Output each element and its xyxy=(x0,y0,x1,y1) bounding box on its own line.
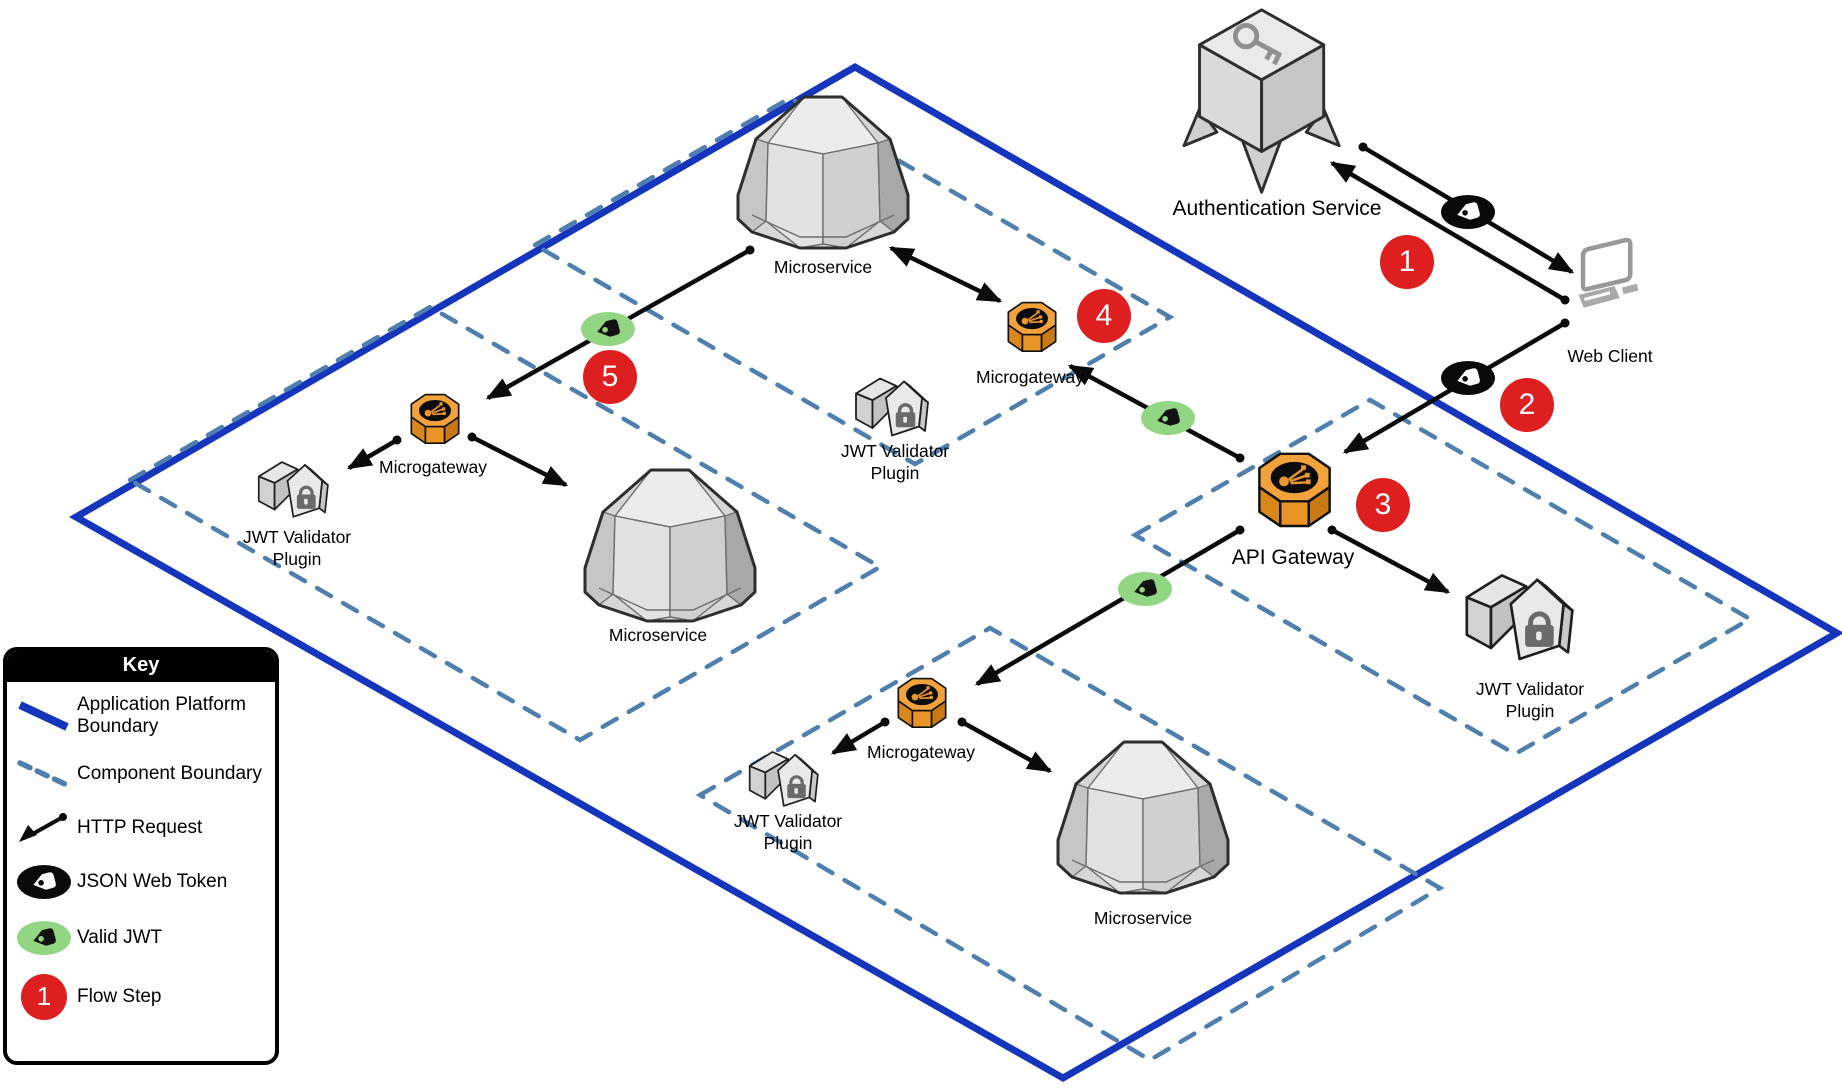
jwt-validator-right-label: JWT Validator Plugin xyxy=(1475,679,1585,721)
microgateway-left-icon xyxy=(410,393,460,445)
jwt-validator-bottom-label: JWT Validator Plugin xyxy=(733,811,843,853)
http-request-arrow-icon xyxy=(11,810,77,846)
microgateway-top-label: Microgateway xyxy=(976,367,1084,388)
legend-item-label: Application Platform Boundary xyxy=(77,694,246,737)
platform-boundary-line-icon xyxy=(11,698,77,734)
api-gateway-label: API Gateway xyxy=(1231,545,1355,569)
jwt-validator-center-icon xyxy=(854,376,930,438)
jwt-token-icon xyxy=(1441,195,1495,229)
web-client-label: Web Client xyxy=(1567,346,1653,367)
component-boundary-right xyxy=(1130,397,1755,757)
legend-title: Key xyxy=(7,651,275,682)
json-web-token-icon xyxy=(11,862,77,902)
flow-step-5: 5 xyxy=(583,350,637,404)
jwt-token-icon xyxy=(1441,361,1495,395)
microservice-left-label: Microservice xyxy=(608,625,708,646)
legend-item-label: Flow Step xyxy=(77,985,162,1007)
legend-item-component-boundary: Component Boundary xyxy=(7,756,275,792)
legend-item-label: Valid JWT xyxy=(77,926,163,948)
application-platform-boundary xyxy=(68,62,1842,1083)
valid-jwt-icon xyxy=(11,918,77,958)
valid-jwt-icon xyxy=(1118,572,1172,606)
arrow-microgateway-left-to-microservice xyxy=(467,432,569,488)
web-client-icon xyxy=(1579,240,1639,308)
jwt-validator-center-label: JWT Validator Plugin xyxy=(840,441,950,483)
component-boundary-line-icon xyxy=(11,756,77,792)
microservice-bottom-label: Microservice xyxy=(1093,908,1193,929)
jwt-validator-right-icon xyxy=(1467,575,1573,659)
flow-step-4: 4 xyxy=(1077,289,1131,343)
microservice-top-label: Microservice xyxy=(773,257,873,278)
legend-item-label: Component Boundary xyxy=(77,762,262,784)
arrow-microgateway-top-to-microservice xyxy=(888,245,1003,304)
legend-item-valid-jwt: Valid JWT xyxy=(7,918,275,958)
legend-item-http-request: HTTP Request xyxy=(7,810,275,846)
arrow-client-to-auth xyxy=(1329,161,1570,305)
jwt-validator-left-label: JWT Validator Plugin xyxy=(242,527,352,569)
microgateway-left-label: Microgateway xyxy=(379,457,487,478)
legend-item-label: JSON Web Token xyxy=(77,870,228,892)
legend-item-platform-boundary: Application Platform Boundary xyxy=(7,694,275,738)
arrow-gateway-to-validator-right xyxy=(1327,525,1451,594)
api-gateway-icon xyxy=(1258,452,1331,528)
arrow-microgateway-bottom-to-validator xyxy=(830,717,890,755)
arrow-microgateway-left-to-validator xyxy=(346,435,402,470)
jwt-validator-bottom-icon xyxy=(748,750,820,808)
microgateway-bottom-label: Microgateway xyxy=(867,742,975,763)
microservice-bottom-icon xyxy=(1056,740,1230,895)
arrow-gateway-to-microgateway-bottom xyxy=(974,525,1245,686)
authentication-service-icon xyxy=(1184,10,1339,192)
legend-item-json-web-token: JSON Web Token xyxy=(7,862,275,902)
auth-service-label: Authentication Service xyxy=(1172,196,1382,220)
flow-step-badge-icon: 1 xyxy=(11,973,77,1020)
flow-step-2: 2 xyxy=(1500,378,1554,432)
flow-step-1: 1 xyxy=(1380,235,1434,289)
component-boundary-bottom xyxy=(695,625,1445,1063)
valid-jwt-icon xyxy=(1141,401,1195,435)
legend-box: Key Application Platform Boundary Compon… xyxy=(3,647,279,1065)
microgateway-top-icon xyxy=(1007,301,1057,353)
legend-item-flow-step: 1 Flow Step xyxy=(7,973,275,1020)
component-boundary-top xyxy=(530,95,1175,467)
microservice-left-icon xyxy=(583,468,757,623)
jwt-validator-left-icon xyxy=(257,460,330,519)
arrow-microgateway-bottom-to-microservice xyxy=(957,717,1053,773)
component-boundary-left xyxy=(125,304,885,743)
microgateway-bottom-icon xyxy=(897,677,947,729)
flow-step-3: 3 xyxy=(1356,478,1410,532)
valid-jwt-icon xyxy=(581,312,635,346)
legend-item-label: HTTP Request xyxy=(77,816,203,838)
